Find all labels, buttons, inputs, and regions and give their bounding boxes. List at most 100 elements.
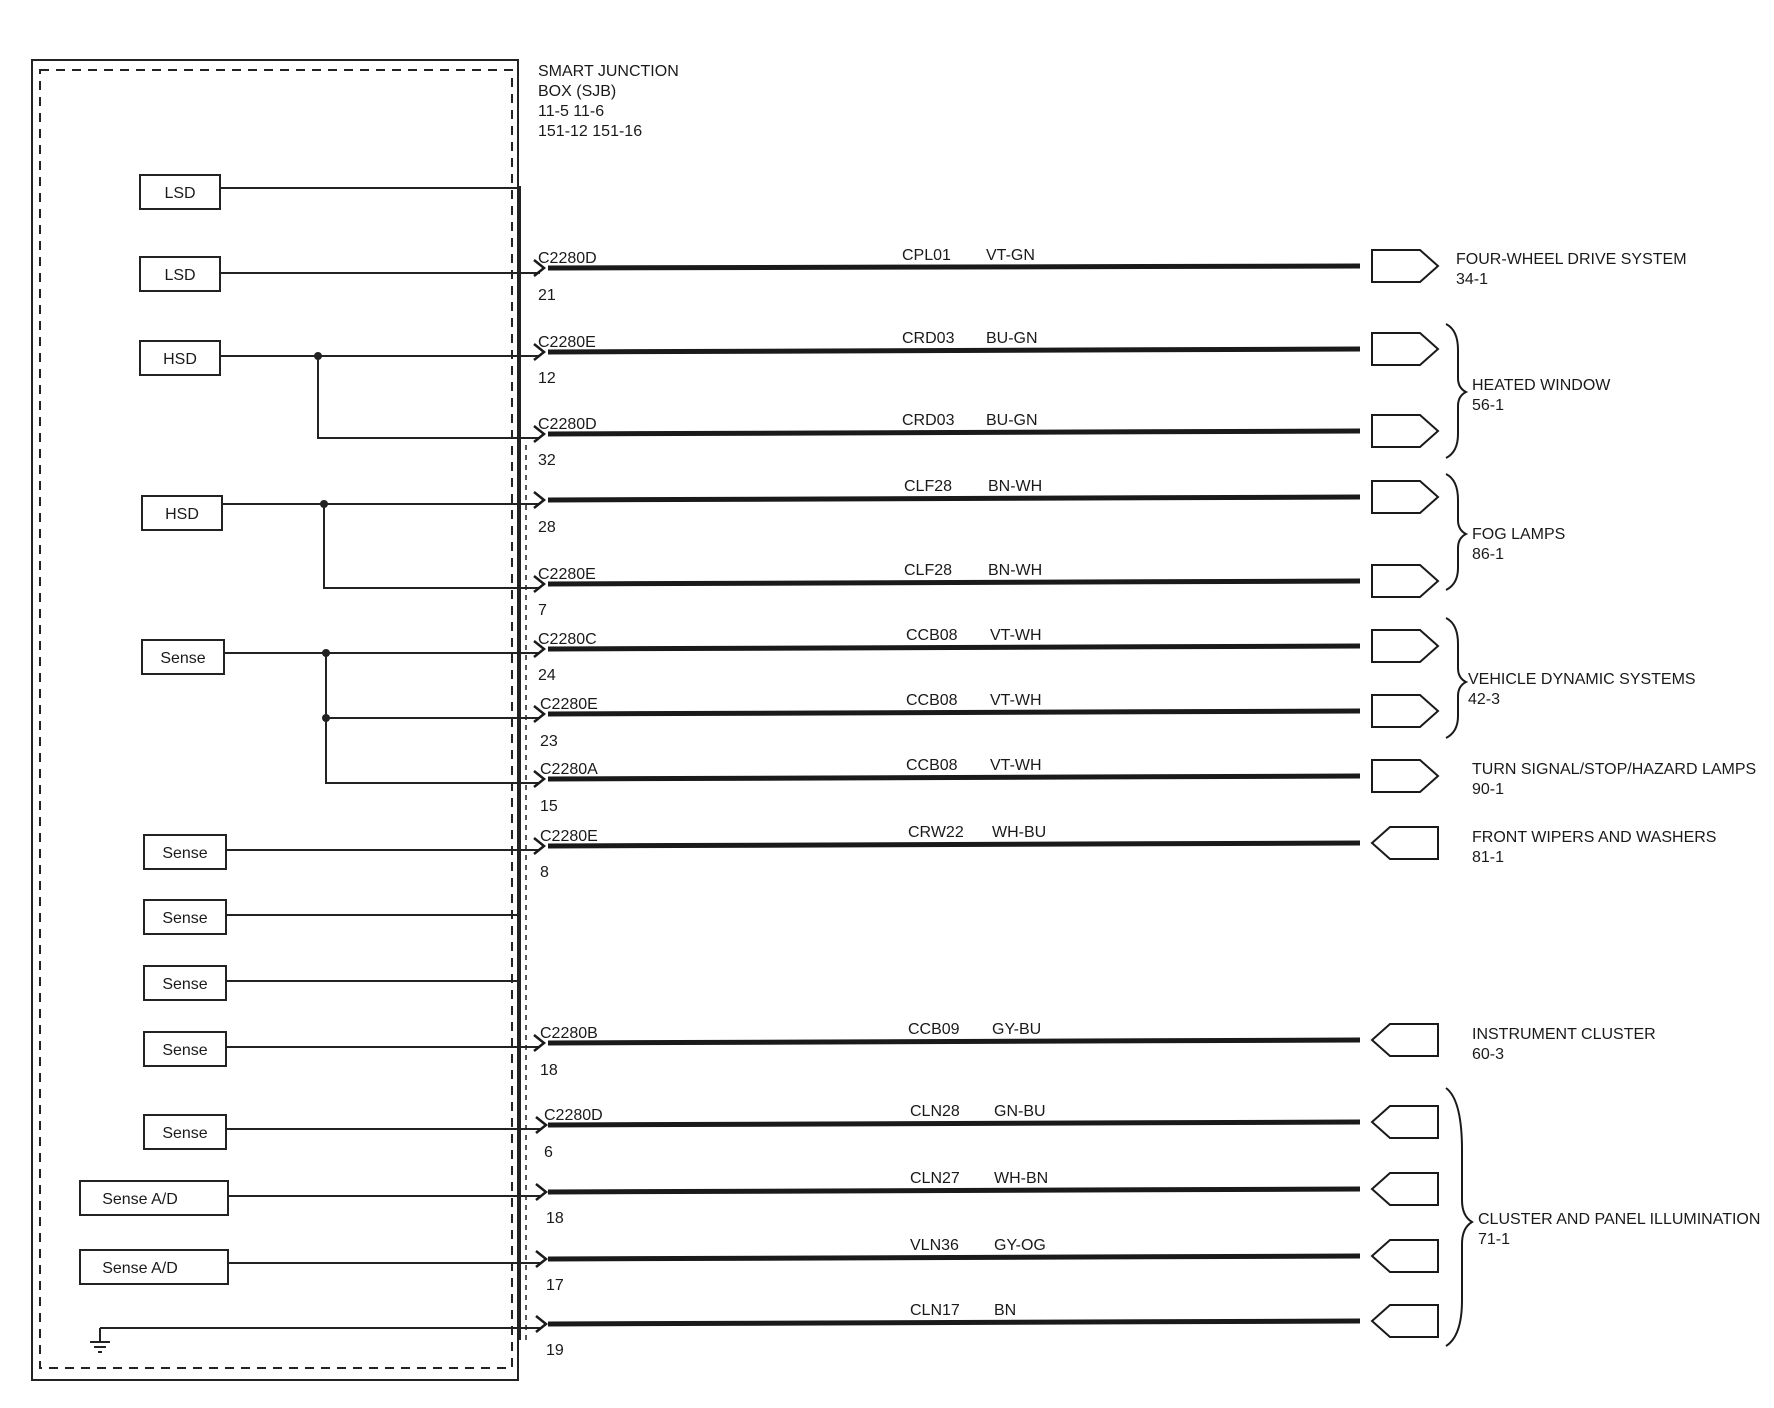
destination-ref: 81-1	[1472, 849, 1504, 866]
sjb-ref-1: 11-5 11-6	[538, 103, 604, 120]
pin-number: 24	[538, 667, 556, 684]
wire-color: VT-WH	[990, 692, 1042, 709]
pin-number: 6	[544, 1144, 553, 1161]
module-boxes: LSD LSD HSD HSD Sense Sense Sense Sense	[79, 174, 229, 1285]
module-label: Sense	[162, 910, 207, 927]
module-hsd-1: HSD	[139, 340, 221, 376]
destination-name: CLUSTER AND PANEL ILLUMINATION	[1478, 1211, 1760, 1228]
module-label: Sense	[160, 650, 205, 667]
circuit-id: CCB09	[908, 1021, 960, 1038]
pin-number: 15	[540, 798, 558, 815]
destination-name: VEHICLE DYNAMIC SYSTEMS	[1468, 671, 1696, 688]
group-braces	[1445, 323, 1474, 1347]
connector-name: C2280C	[538, 631, 597, 648]
connector-labels: C2280D 21 C2280E 12 C2280D 32 28 C2280E …	[538, 250, 603, 1359]
wire-color: BN-WH	[988, 478, 1042, 495]
pin-number: 17	[546, 1277, 564, 1294]
wire-color: VT-WH	[990, 627, 1042, 644]
destination-ref: 34-1	[1456, 271, 1488, 288]
circuit-id: CLN28	[910, 1103, 960, 1120]
connector-name: C2280E	[540, 828, 598, 845]
sjb-ref-2: 151-12 151-16	[538, 123, 642, 140]
module-sense-ad-2: Sense A/D	[79, 1249, 229, 1285]
wire-color: GN-BU	[994, 1103, 1046, 1120]
module-label: Sense A/D	[102, 1191, 178, 1208]
sjb-header: SMART JUNCTION BOX (SJB) 11-5 11-6 151-1…	[538, 63, 679, 140]
connector-name: C2280A	[540, 761, 598, 778]
destination-ref: 60-3	[1472, 1046, 1504, 1063]
connector-name: C2280D	[538, 250, 597, 267]
internal-wiring	[90, 187, 540, 1353]
connector-name: C2280D	[544, 1107, 603, 1124]
module-sense-1: Sense	[141, 639, 225, 675]
splice-dots	[314, 352, 330, 722]
pin-number: 23	[540, 733, 558, 750]
wire-color: GY-OG	[994, 1237, 1046, 1254]
module-sense-3: Sense	[143, 899, 227, 935]
circuit-id: CLF28	[904, 562, 952, 579]
destination-name: FOG LAMPS	[1472, 526, 1565, 543]
module-label: Sense	[162, 976, 207, 993]
module-lsd-2: LSD	[139, 256, 221, 292]
module-hsd-2: HSD	[141, 495, 223, 531]
destination-ref: 86-1	[1472, 546, 1504, 563]
sjb-solid-outline	[31, 59, 519, 1381]
circuit-id: CRD03	[902, 412, 955, 429]
circuit-id: VLN36	[910, 1237, 959, 1254]
module-sense-ad-1: Sense A/D	[79, 1180, 229, 1216]
connector-name: C2280E	[538, 334, 596, 351]
module-label: Sense	[162, 845, 207, 862]
pin-number: 8	[540, 864, 549, 881]
connector-name: C2280E	[538, 566, 596, 583]
circuit-id: CLF28	[904, 478, 952, 495]
destination-labels: FOUR-WHEEL DRIVE SYSTEM 34-1 HEATED WIND…	[1456, 251, 1760, 1248]
pin-number: 18	[540, 1062, 558, 1079]
wire-color: BU-GN	[986, 330, 1038, 347]
module-sense-6: Sense	[143, 1114, 227, 1150]
destination-ref: 90-1	[1472, 781, 1504, 798]
wire-color: GY-BU	[992, 1021, 1041, 1038]
wire-color: VT-GN	[986, 247, 1035, 264]
wire-color: BN	[994, 1302, 1016, 1319]
wire-color: BU-GN	[986, 412, 1038, 429]
destination-name: HEATED WINDOW	[1472, 377, 1611, 394]
connector-chevrons	[533, 259, 549, 1333]
module-label: Sense	[162, 1125, 207, 1142]
connector-name: C2280B	[540, 1025, 598, 1042]
pin-number: 32	[538, 452, 556, 469]
wire-color: WH-BU	[992, 824, 1046, 841]
module-label: Sense A/D	[102, 1260, 178, 1277]
circuit-id: CRD03	[902, 330, 955, 347]
module-label: LSD	[164, 267, 195, 284]
connector-name: C2280D	[538, 416, 597, 433]
pin-number: 21	[538, 287, 556, 304]
destination-connectors	[1370, 249, 1440, 1338]
circuit-id: CCB08	[906, 692, 958, 709]
output-wires	[547, 263, 1361, 1327]
connector-name: C2280E	[540, 696, 598, 713]
circuit-id: CLN17	[910, 1302, 960, 1319]
pin-number: 19	[546, 1342, 564, 1359]
sjb-subtitle: BOX (SJB)	[538, 83, 616, 100]
destination-name: INSTRUMENT CLUSTER	[1472, 1026, 1656, 1043]
module-sense-5: Sense	[143, 1031, 227, 1067]
circuit-labels: CPL01 VT-GN CRD03 BU-GN CRD03 BU-GN CLF2…	[902, 247, 1048, 1319]
module-lsd-1: LSD	[139, 174, 221, 210]
wire-color: BN-WH	[988, 562, 1042, 579]
pin-number: 18	[546, 1210, 564, 1227]
module-label: HSD	[163, 351, 197, 368]
module-sense-4: Sense	[143, 965, 227, 1001]
destination-ref: 56-1	[1472, 397, 1504, 414]
circuit-id: CRW22	[908, 824, 964, 841]
module-label: Sense	[162, 1042, 207, 1059]
destination-name: FOUR-WHEEL DRIVE SYSTEM	[1456, 251, 1687, 268]
wire-color: WH-BN	[994, 1170, 1048, 1187]
circuit-id: CCB08	[906, 627, 958, 644]
module-label: LSD	[164, 185, 195, 202]
destination-name: FRONT WIPERS AND WASHERS	[1472, 829, 1716, 846]
destination-name: TURN SIGNAL/STOP/HAZARD LAMPS	[1472, 761, 1756, 778]
circuit-id: CPL01	[902, 247, 951, 264]
module-label: HSD	[165, 506, 199, 523]
wire-color: VT-WH	[990, 757, 1042, 774]
